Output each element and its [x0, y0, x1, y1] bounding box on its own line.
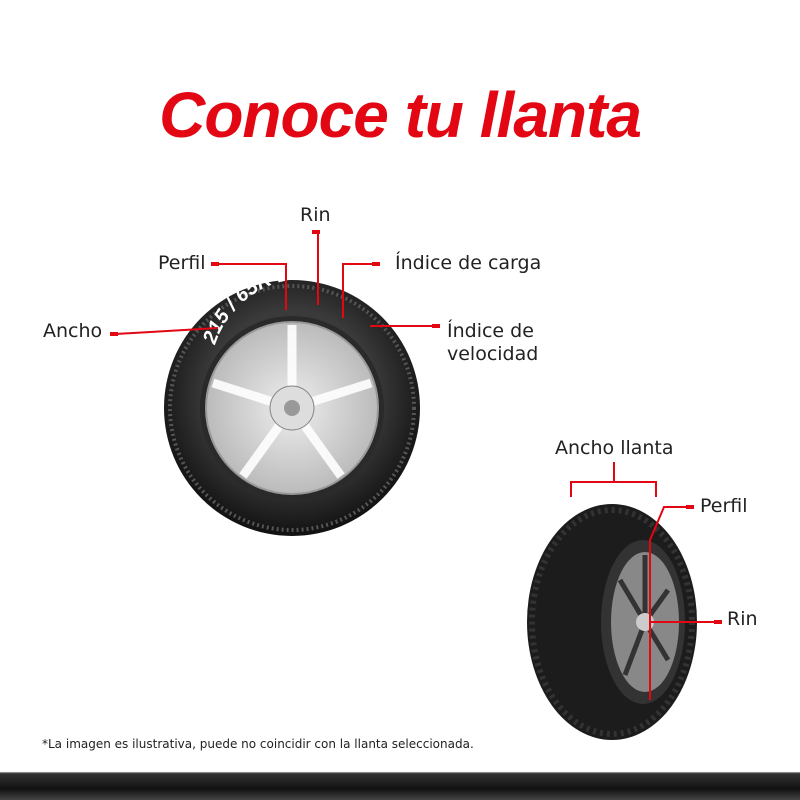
label-perfil: Perfil — [158, 252, 206, 274]
label-indice-carga: Índice de carga — [395, 252, 542, 274]
label-side-perfil: Perfil — [700, 495, 748, 517]
label-side-rin: Rin — [727, 608, 758, 630]
side-tire-illustration — [527, 504, 697, 740]
footer-banner-image — [0, 772, 800, 800]
page-title: Conoce tu llanta — [159, 79, 642, 151]
label-indice-velocidad-line2: velocidad — [447, 343, 539, 365]
label-indice-velocidad-line1: Índice de — [447, 320, 534, 342]
label-ancho: Ancho — [43, 320, 103, 342]
front-tire-illustration: 215 / 65R 15 95V — [164, 261, 420, 536]
disclaimer: *La imagen es ilustrativa, puede no coin… — [42, 737, 474, 751]
label-ancho-llanta: Ancho llanta — [555, 437, 674, 459]
callout-lines — [115, 234, 719, 700]
label-rin: Rin — [300, 204, 331, 226]
